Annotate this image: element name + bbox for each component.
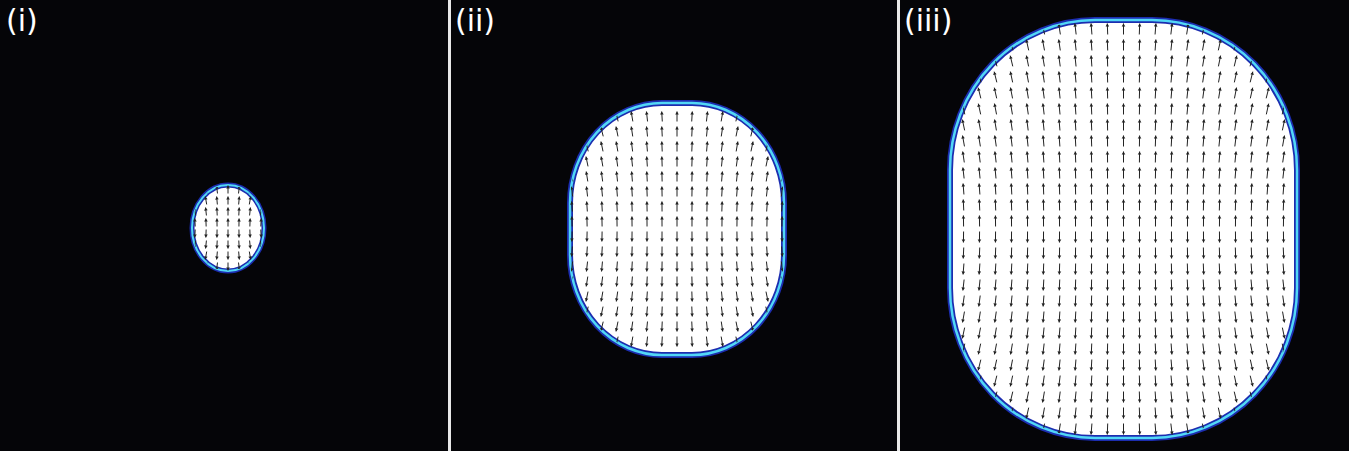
- vector-field: [961, 24, 1286, 435]
- domain-blob: [192, 185, 264, 271]
- domain-blob: [950, 20, 1297, 438]
- vector-field: [570, 112, 784, 347]
- panel-label: (i): [6, 6, 38, 36]
- panel-divider: [897, 0, 900, 451]
- domain-blob: [570, 103, 784, 355]
- vector-field: [193, 186, 263, 271]
- panel-divider: [448, 0, 451, 451]
- panel-label: (iii): [904, 6, 952, 36]
- panel-label: (ii): [455, 6, 495, 36]
